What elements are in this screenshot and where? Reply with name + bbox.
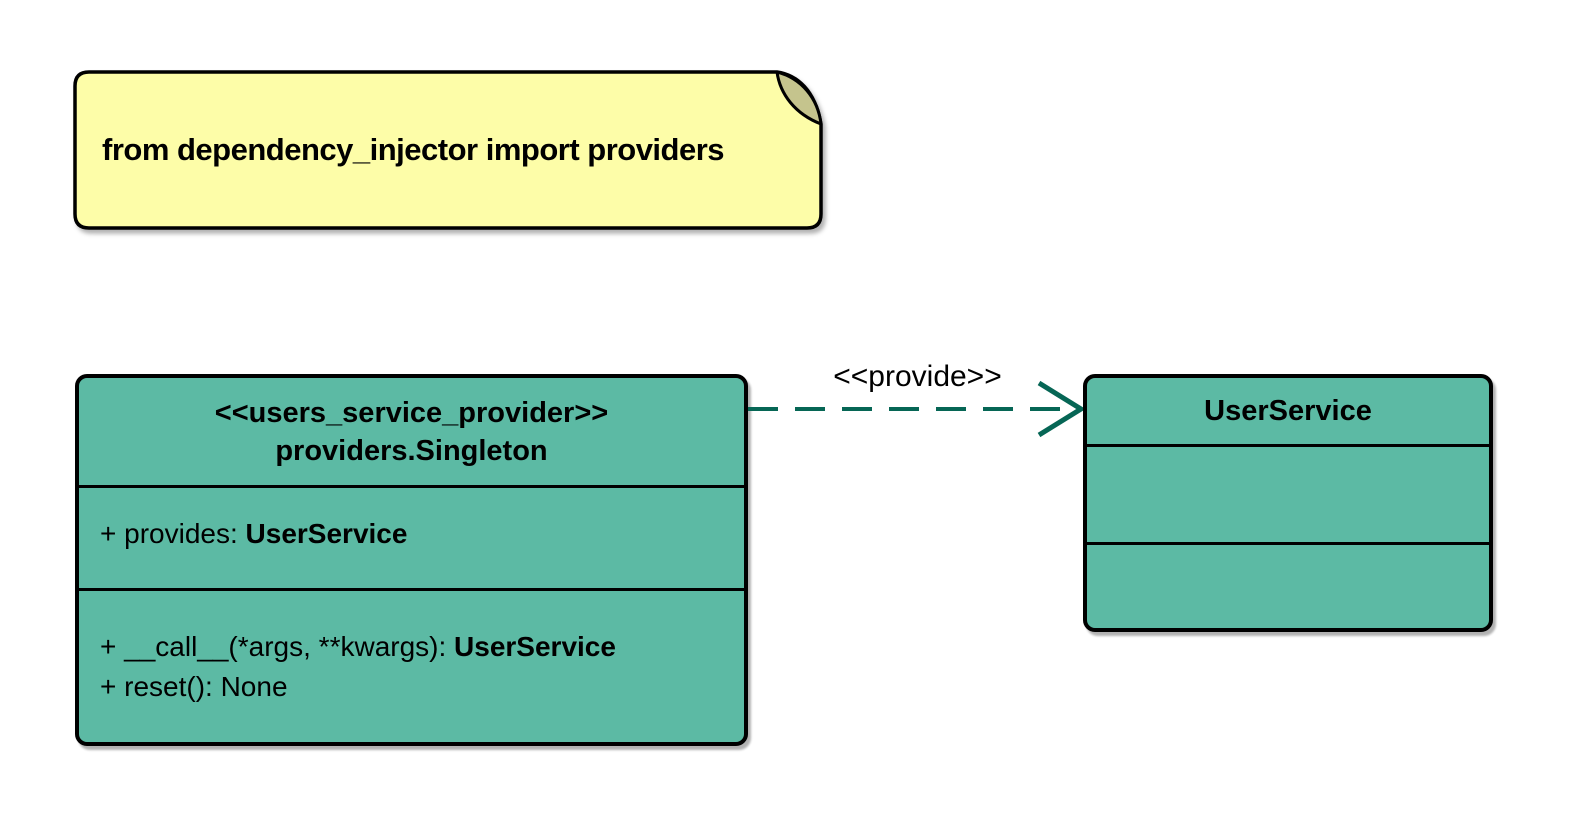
class-header: <<users_service_provider>> providers.Sin… bbox=[79, 378, 744, 485]
class-methods-section-empty bbox=[1087, 545, 1489, 628]
method-call: + __call__(*args, **kwargs): UserService bbox=[100, 627, 744, 667]
class-attributes-section: + provides: UserService bbox=[79, 488, 744, 588]
section-divider bbox=[79, 485, 744, 488]
class-stereotype: <<users_service_provider>> bbox=[214, 396, 609, 429]
class-providers-singleton: <<users_service_provider>> providers.Sin… bbox=[75, 374, 748, 746]
class-userservice: UserService bbox=[1083, 374, 1493, 632]
provide-arrow bbox=[748, 380, 1086, 438]
attribute-type: UserService bbox=[245, 518, 408, 549]
class-header: UserService bbox=[1087, 378, 1489, 444]
provide-arrowhead-icon bbox=[1037, 380, 1086, 438]
section-divider bbox=[1087, 444, 1489, 447]
note-shape bbox=[73, 70, 823, 230]
method-reset: + reset(): None bbox=[100, 667, 744, 707]
class-name: providers.Singleton bbox=[275, 434, 548, 467]
note-fold-icon bbox=[775, 70, 823, 126]
method-return-type: UserService bbox=[454, 630, 616, 662]
class-methods-section: + __call__(*args, **kwargs): UserService… bbox=[79, 591, 744, 742]
section-divider bbox=[1087, 542, 1489, 545]
method-label: + reset(): None bbox=[100, 670, 288, 702]
class-attributes-section-empty bbox=[1087, 447, 1489, 542]
attribute-provides: + provides: UserService bbox=[100, 514, 744, 554]
method-label: + __call__(*args, **kwargs): bbox=[100, 630, 455, 662]
provide-arrow-label: <<provide>> bbox=[833, 360, 1002, 393]
note-text: from dependency_injector import provider… bbox=[102, 131, 725, 167]
attribute-label: + provides: bbox=[100, 518, 246, 549]
section-divider bbox=[79, 588, 744, 591]
class-name: UserService bbox=[1204, 394, 1372, 427]
